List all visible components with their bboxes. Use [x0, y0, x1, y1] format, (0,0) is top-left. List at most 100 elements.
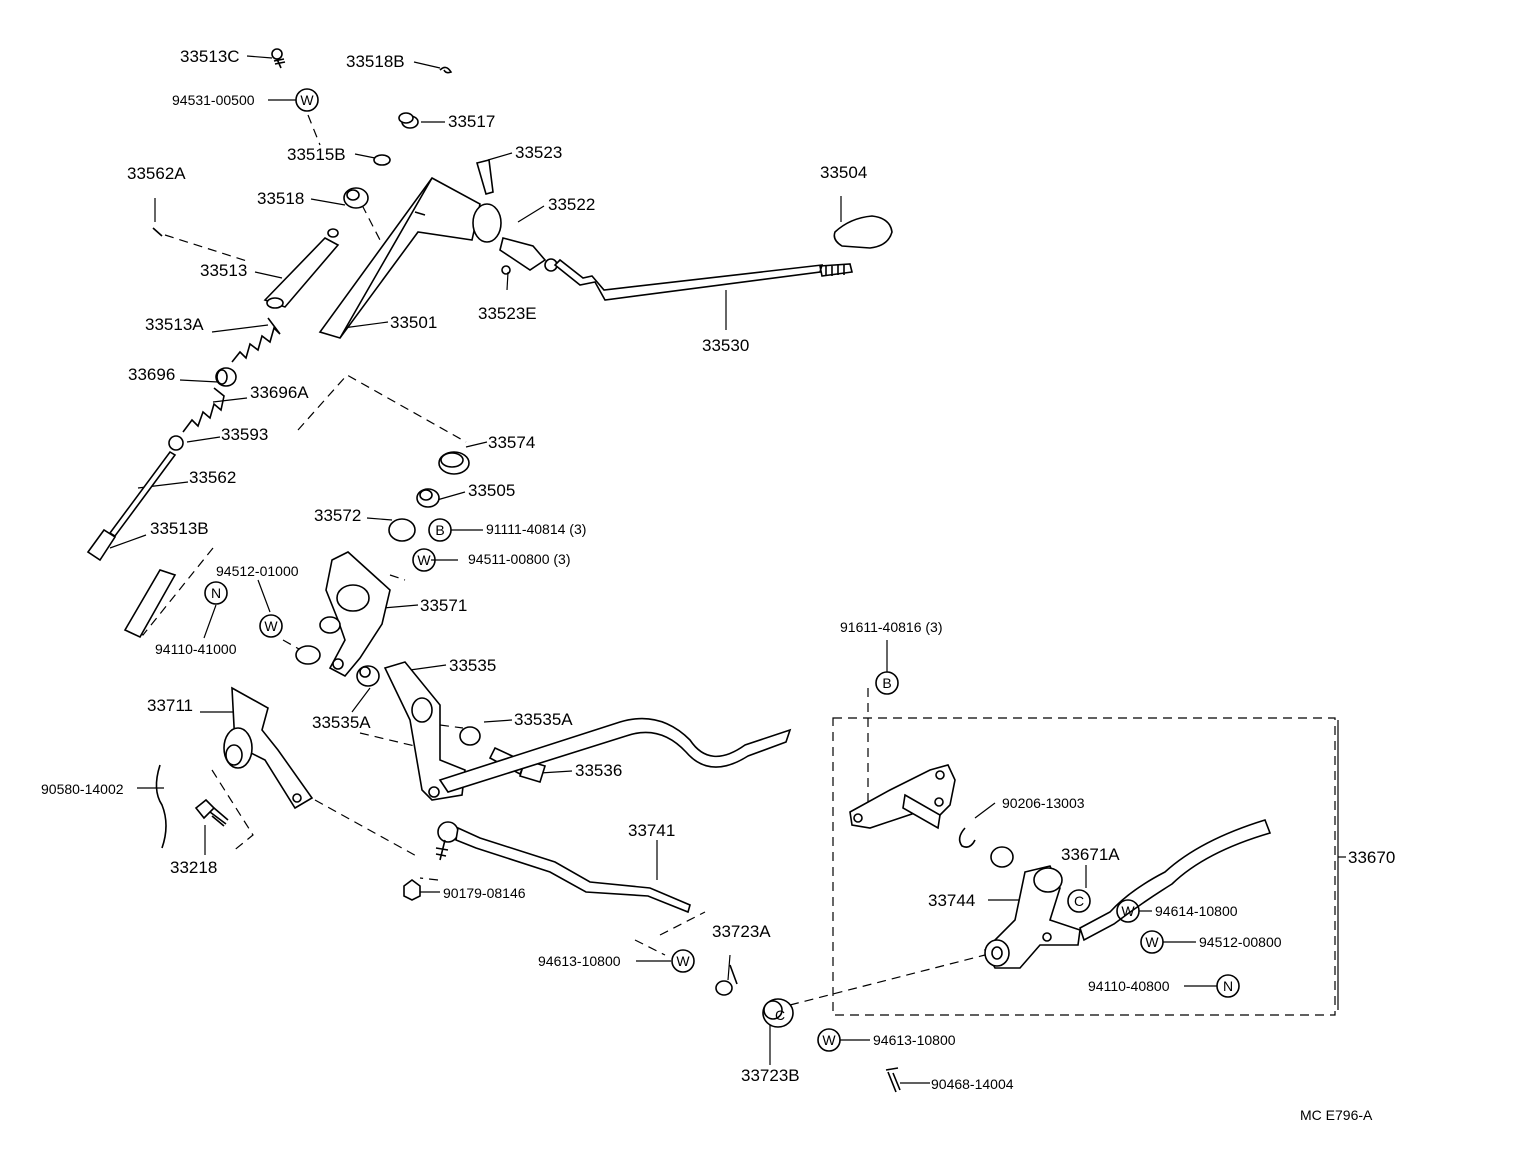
boot-33522-drawing	[499, 237, 558, 275]
washer-symbol-94512-01000: W	[259, 614, 283, 638]
label-33523e: 33523E	[478, 304, 537, 323]
label-94613-10800-left: 94613-10800	[538, 953, 621, 969]
lever-33535-drawing	[383, 661, 466, 801]
label-94512-01000: 94512-01000	[216, 563, 299, 579]
ring-33593-drawing	[168, 435, 184, 451]
label-33723a: 33723A	[712, 922, 771, 941]
label-91611-40816: 91611-40816 (3)	[840, 619, 942, 635]
collar-drawing	[715, 980, 733, 996]
svg-text:W: W	[417, 552, 431, 568]
label-33593: 33593	[221, 425, 268, 444]
bushing-33723b-drawing	[762, 998, 794, 1028]
clamp-90580-drawing	[155, 764, 167, 849]
pin-90468-drawing	[885, 1067, 901, 1093]
label-33535: 33535	[449, 656, 496, 675]
label-33671a: 33671A	[1061, 845, 1120, 864]
label-33572: 33572	[314, 506, 361, 525]
diagram-code: MC E796-A	[1300, 1107, 1373, 1123]
washer-symbol-94511: W	[412, 548, 436, 572]
lever-33744-drawing	[984, 865, 1081, 969]
cap-33517-drawing	[398, 112, 419, 129]
svg-text:W: W	[1121, 903, 1135, 919]
collar-33696-drawing	[215, 367, 237, 387]
nut-symbol-94110-40800: N	[1216, 974, 1240, 998]
svg-text:N: N	[211, 585, 221, 601]
label-33535a-left: 33535A	[312, 713, 371, 732]
label-33711: 33711	[147, 696, 193, 715]
label-33513a: 33513A	[145, 315, 204, 334]
washer-symbol-94512-00800: W	[1140, 930, 1164, 954]
label-94110-41000: 94110-41000	[155, 641, 237, 657]
bushing-33518-drawing	[343, 187, 369, 209]
label-33518: 33518	[257, 189, 304, 208]
label-33518b: 33518B	[346, 52, 405, 71]
bushing-33572-drawing	[388, 518, 416, 542]
label-33696: 33696	[128, 365, 175, 384]
bushing-33535a-right-drawing	[459, 726, 481, 746]
cap-33513b-drawing	[86, 528, 117, 562]
svg-text:W: W	[1145, 934, 1159, 950]
clip-90206-drawing	[958, 827, 976, 848]
washer-symbol-94613-right: W	[817, 1028, 841, 1052]
bracket-plate-drawing	[849, 764, 956, 830]
bushing-box-drawing	[990, 846, 1014, 868]
label-90206-13003: 90206-13003	[1002, 795, 1085, 811]
label-33513b: 33513B	[150, 519, 209, 538]
label-33513c: 33513C	[180, 47, 240, 66]
washer-symbol-94531: W	[295, 88, 319, 112]
label-33574: 33574	[488, 433, 535, 452]
ring-33574-drawing	[438, 451, 470, 475]
label-33723b: 33723B	[741, 1066, 800, 1085]
svg-text:B: B	[435, 522, 444, 538]
bolt-symbol-91611: B	[875, 671, 899, 695]
bolt-symbol-91111: B	[428, 518, 452, 542]
svg-text:N: N	[1223, 978, 1233, 994]
sleeve-drawing	[123, 569, 177, 639]
rod-33741-drawing	[435, 821, 691, 914]
label-33670: 33670	[1348, 848, 1395, 867]
washer-symbol-94613-left: W	[671, 949, 695, 973]
label-33696a: 33696A	[250, 383, 309, 402]
label-33535a-right: 33535A	[514, 710, 573, 729]
label-33515b: 33515B	[287, 145, 346, 164]
label-33562a: 33562A	[127, 164, 186, 183]
clip-symbol-33671a: C	[1074, 893, 1084, 909]
pin-33523-drawing	[476, 159, 494, 195]
part-labels: 33513C 33518B 94531-00500 33517 33515B 3…	[41, 47, 1395, 1123]
label-94531-00500: 94531-00500	[172, 92, 255, 108]
nut-90179-drawing	[403, 879, 421, 901]
svg-text:W: W	[264, 618, 278, 634]
svg-text:W: W	[300, 92, 314, 108]
label-33744: 33744	[928, 891, 975, 910]
washer-ring-drawing	[319, 616, 341, 634]
pin-33723a-drawing	[729, 964, 738, 985]
label-33501: 33501	[390, 313, 437, 332]
label-90468-14004: 90468-14004	[931, 1076, 1014, 1092]
bushing-33535a-left-drawing	[356, 665, 380, 687]
pin-33562a-drawing	[152, 227, 163, 237]
label-33530: 33530	[702, 336, 749, 355]
washer-drawing	[295, 645, 321, 665]
label-33562: 33562	[189, 468, 236, 487]
retainer-33571-drawing	[325, 551, 391, 678]
bolt-33513c-drawing	[271, 48, 286, 69]
bolt-33218-drawing	[194, 798, 229, 827]
symbol-circles: W B W N W B C W W	[204, 88, 1240, 1052]
control-rod-drawing	[438, 717, 792, 793]
clip-symbol-33723b: C	[775, 1007, 785, 1023]
label-33513: 33513	[200, 261, 247, 280]
spring-33696a-drawing	[182, 387, 225, 433]
label-90179-08146: 90179-08146	[443, 885, 526, 901]
label-94512-00800: 94512-00800	[1199, 934, 1282, 950]
bushing-33505-drawing	[416, 488, 440, 508]
svg-text:C: C	[775, 1007, 785, 1023]
label-33536: 33536	[575, 761, 622, 780]
label-90580-14002: 90580-14002	[41, 781, 124, 797]
label-33505: 33505	[468, 481, 515, 500]
svg-text:W: W	[822, 1032, 836, 1048]
svg-text:B: B	[882, 675, 891, 691]
label-94614-10800: 94614-10800	[1155, 903, 1238, 919]
label-94110-40800: 94110-40800	[1088, 978, 1170, 994]
label-33522: 33522	[548, 195, 595, 214]
